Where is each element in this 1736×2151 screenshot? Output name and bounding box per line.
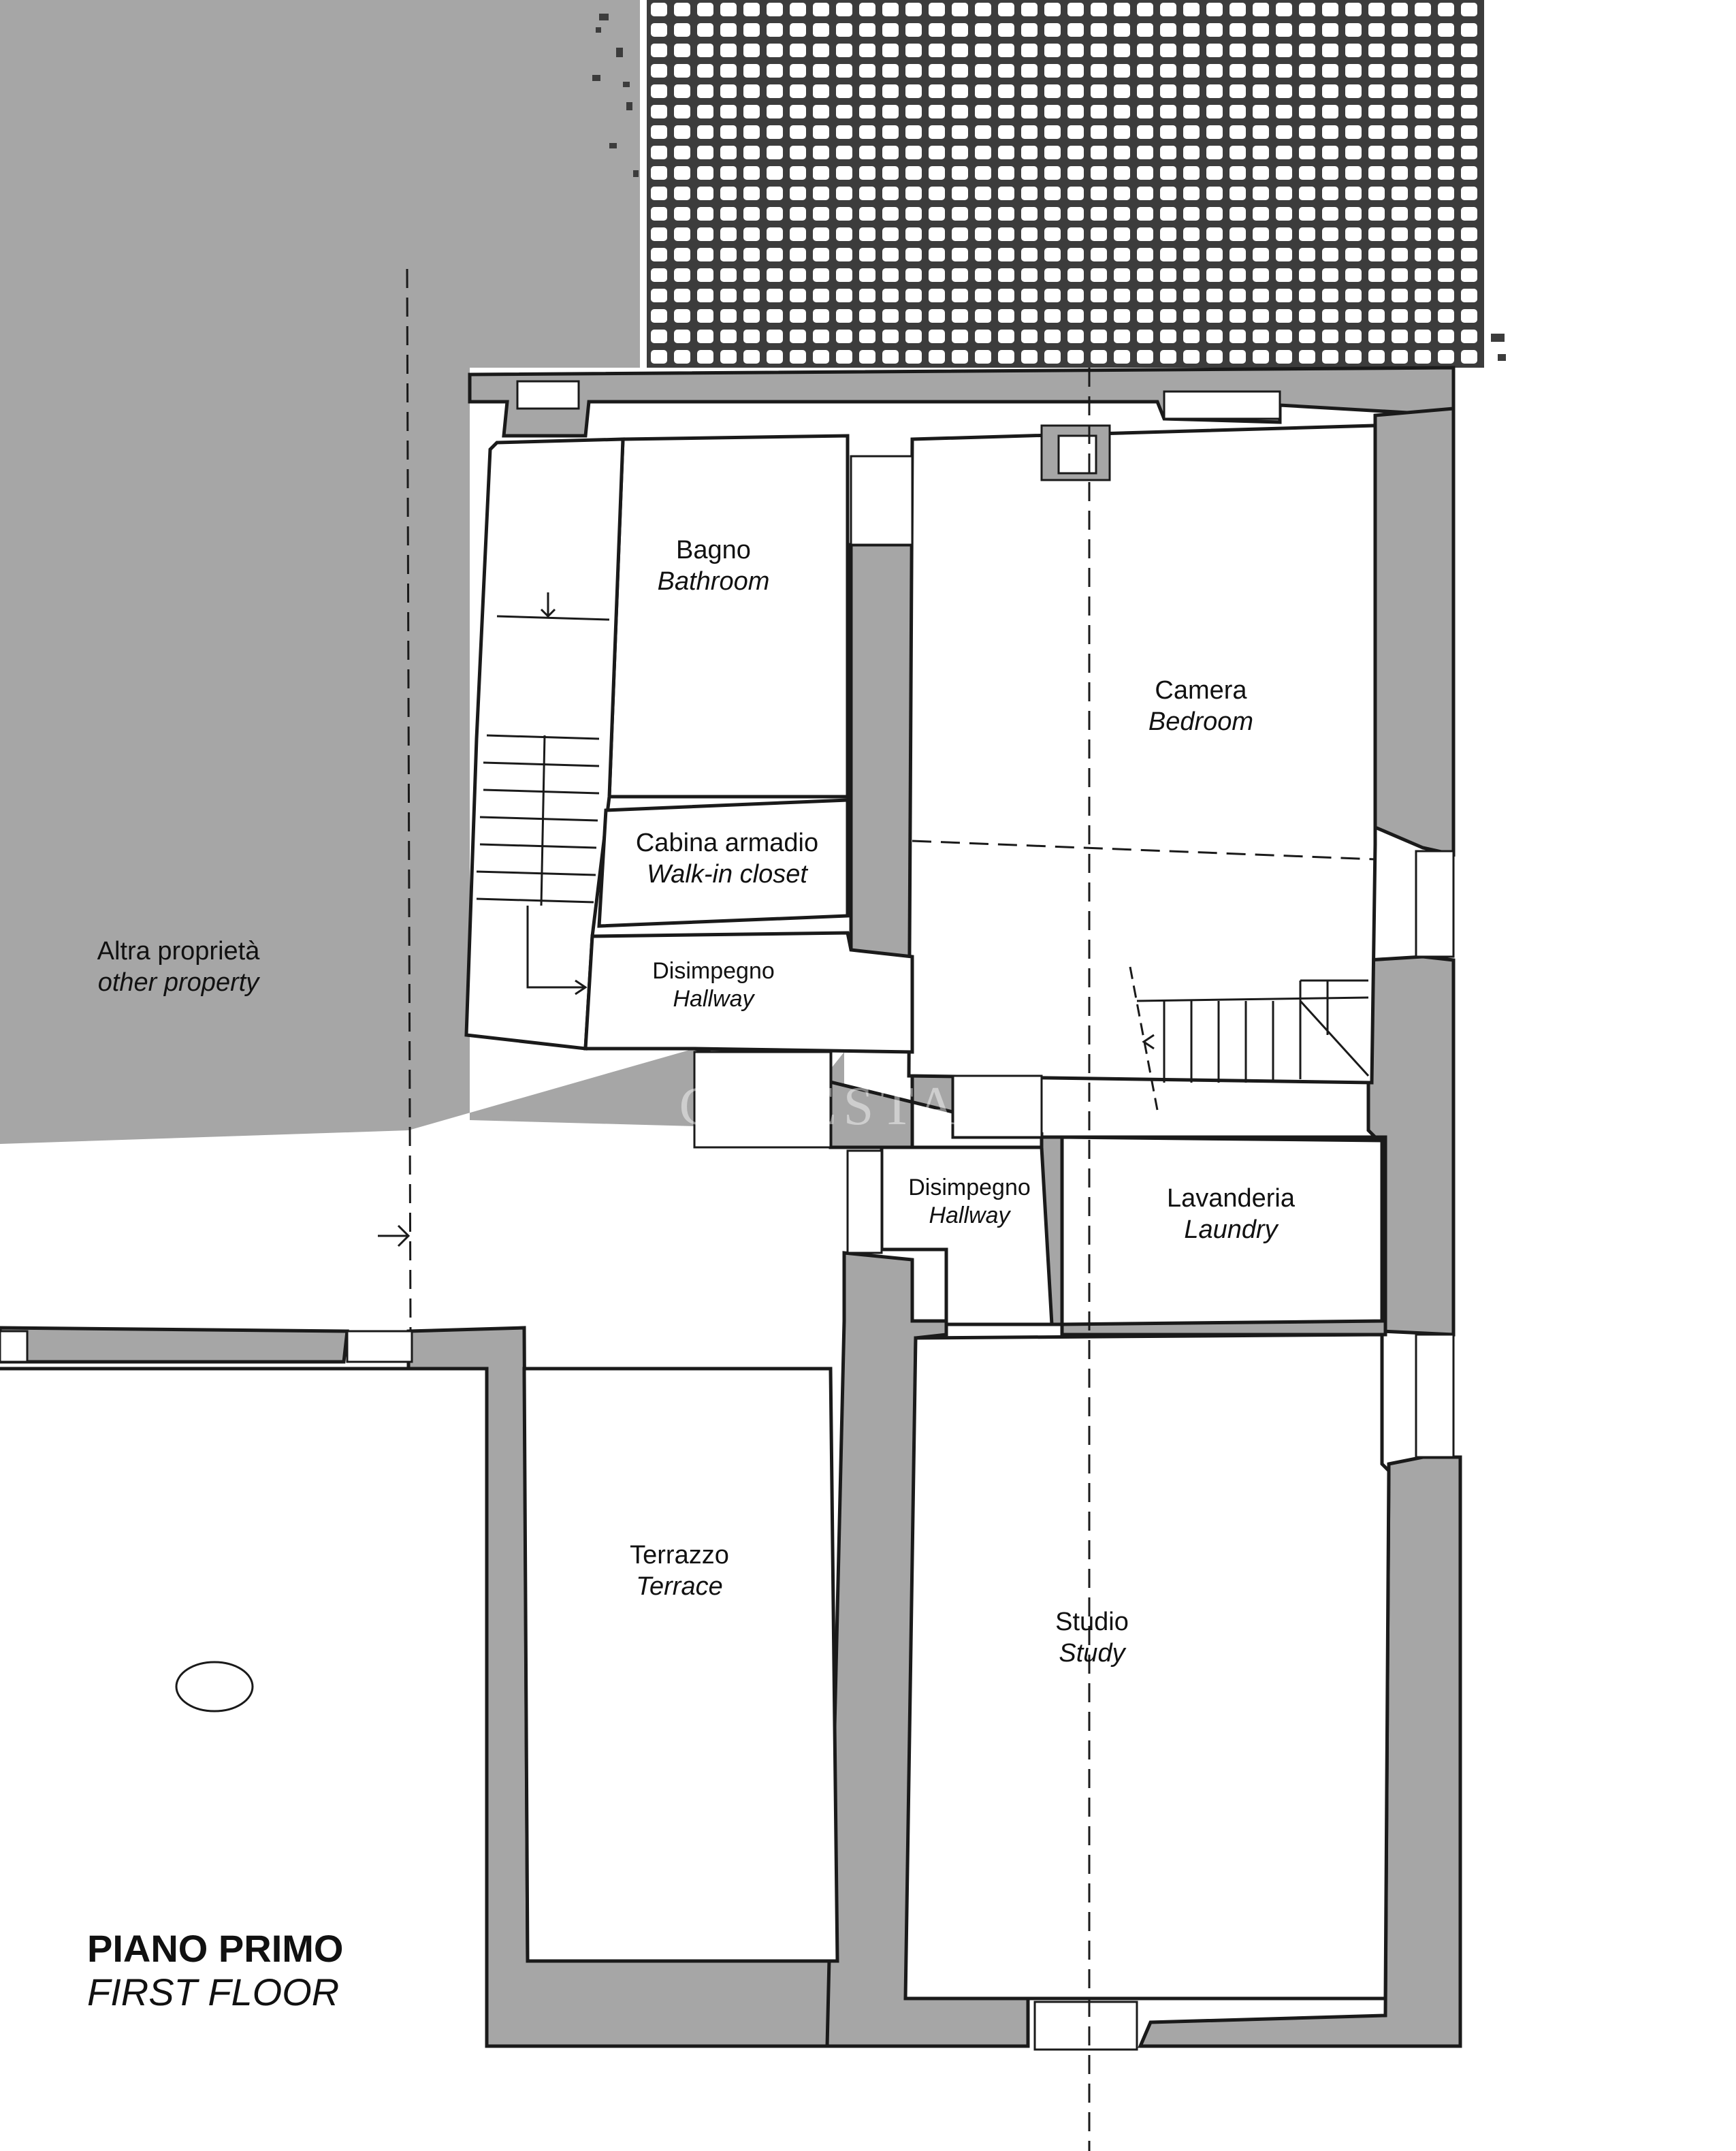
room-name-en: Bedroom bbox=[1148, 707, 1254, 736]
room-label-disimpegno-2: Disimpegno Hallway bbox=[908, 1174, 1031, 1230]
room-name-en: Bathroom bbox=[657, 567, 770, 596]
room-name-en: Hallway bbox=[929, 1202, 1010, 1228]
room-pool-house bbox=[0, 1369, 487, 2046]
room-name: Cabina armadio bbox=[635, 829, 819, 857]
room-cabina bbox=[597, 798, 850, 928]
room-lavanderia bbox=[1060, 1135, 1384, 1326]
neighbour-area bbox=[0, 0, 844, 1144]
neighbour-name: Altra proprietà bbox=[97, 937, 260, 966]
room-bagno bbox=[607, 434, 850, 799]
roof-tiles bbox=[647, 0, 1484, 368]
room-name-en: Laundry bbox=[1184, 1215, 1278, 1244]
room-label-cabina: Cabina armadio Walk-in closet bbox=[636, 828, 818, 890]
watermark: C E ESTATE bbox=[679, 1077, 1037, 1136]
room-name: Terrazzo bbox=[630, 1541, 729, 1570]
room-terrazzo bbox=[522, 1367, 839, 1963]
room-label-studio: Studio Study bbox=[1055, 1607, 1129, 1669]
room-studio bbox=[903, 1333, 1391, 2001]
pool-ellipse bbox=[175, 1661, 254, 1712]
openings bbox=[0, 380, 1455, 2051]
room-label-camera: Camera Bedroom bbox=[1148, 675, 1253, 737]
room-name-en: Walk-in closet bbox=[647, 859, 807, 889]
room-label-lavanderia: Lavanderia Laundry bbox=[1167, 1183, 1295, 1245]
room-disimpegno1 bbox=[583, 931, 914, 1054]
room-label-bagno: Bagno Bathroom bbox=[658, 535, 770, 597]
room-name: Disimpegno bbox=[652, 958, 775, 984]
room-name-en: Hallway bbox=[673, 985, 754, 1012]
room-name: Camera bbox=[1155, 676, 1247, 705]
section-arrow bbox=[378, 1224, 411, 1247]
room-name: Lavanderia bbox=[1166, 1184, 1296, 1213]
roof-speckle bbox=[592, 14, 1506, 361]
neighbour-label: Altra proprietà other property bbox=[97, 936, 260, 998]
room-camera bbox=[907, 424, 1377, 1085]
floor-title-en: FIRST FLOOR bbox=[87, 1971, 340, 2014]
room-name: Disimpegno bbox=[908, 1175, 1031, 1200]
stair-left bbox=[476, 592, 610, 995]
floor-title: PIANO PRIMO FIRST FLOOR bbox=[87, 1927, 343, 2015]
room-label-terrazzo: Terrazzo Terrace bbox=[630, 1540, 729, 1602]
section-lines bbox=[406, 268, 1376, 2151]
room-label-disimpegno-1: Disimpegno Hallway bbox=[652, 957, 775, 1013]
pool-house-lines bbox=[0, 1367, 489, 2046]
rooms bbox=[0, 424, 1391, 2046]
neighbour-name-en: other property bbox=[97, 968, 259, 997]
floor-title-it: PIANO PRIMO bbox=[87, 1927, 344, 1970]
room-name: Studio bbox=[1055, 1608, 1129, 1636]
room-name-en: Study bbox=[1059, 1638, 1125, 1668]
stair-bedroom bbox=[1129, 966, 1370, 1111]
room-name-en: Terrace bbox=[636, 1572, 723, 1601]
room-name: Bagno bbox=[676, 536, 751, 564]
